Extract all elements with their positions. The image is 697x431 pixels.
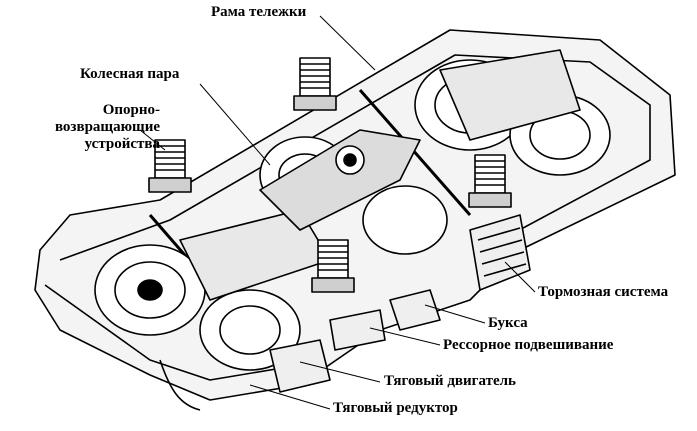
label-wheelset: Колесная пара bbox=[80, 66, 180, 82]
label-support-return-devices: Опорно- возвращающие устройства bbox=[40, 102, 160, 153]
label-brake-system: Тормозная система bbox=[538, 284, 669, 300]
frame-crossbeam bbox=[358, 89, 472, 216]
traction-motor bbox=[439, 49, 581, 141]
leader-line bbox=[369, 327, 441, 346]
leader-line bbox=[424, 304, 486, 324]
support-spring bbox=[468, 154, 512, 208]
leader-line bbox=[139, 129, 166, 151]
label-support-line: Опорно- bbox=[102, 102, 160, 118]
leader-line bbox=[299, 361, 381, 383]
label-axle-box: Букса bbox=[488, 315, 528, 331]
label-support-line: устройства bbox=[84, 136, 160, 152]
label-frame: Рама тележки bbox=[211, 4, 307, 20]
brake-system bbox=[469, 214, 531, 291]
leader-line bbox=[249, 384, 331, 410]
label-traction-gearbox: Тяговый редуктор bbox=[333, 400, 458, 416]
leader-line bbox=[504, 261, 536, 293]
spring-suspension bbox=[329, 309, 386, 351]
leader-line bbox=[199, 83, 271, 166]
support-spring bbox=[293, 57, 337, 111]
label-traction-motor: Тяговый двигатель bbox=[384, 373, 516, 389]
label-support-line: возвращающие bbox=[54, 119, 160, 135]
axle-box bbox=[389, 289, 441, 331]
support-spring bbox=[148, 139, 192, 193]
label-spring-suspension: Рессорное подвешивание bbox=[443, 337, 614, 353]
leader-line bbox=[319, 15, 376, 71]
support-spring bbox=[311, 239, 355, 293]
central-pivot bbox=[259, 129, 421, 231]
wheel bbox=[362, 185, 448, 255]
